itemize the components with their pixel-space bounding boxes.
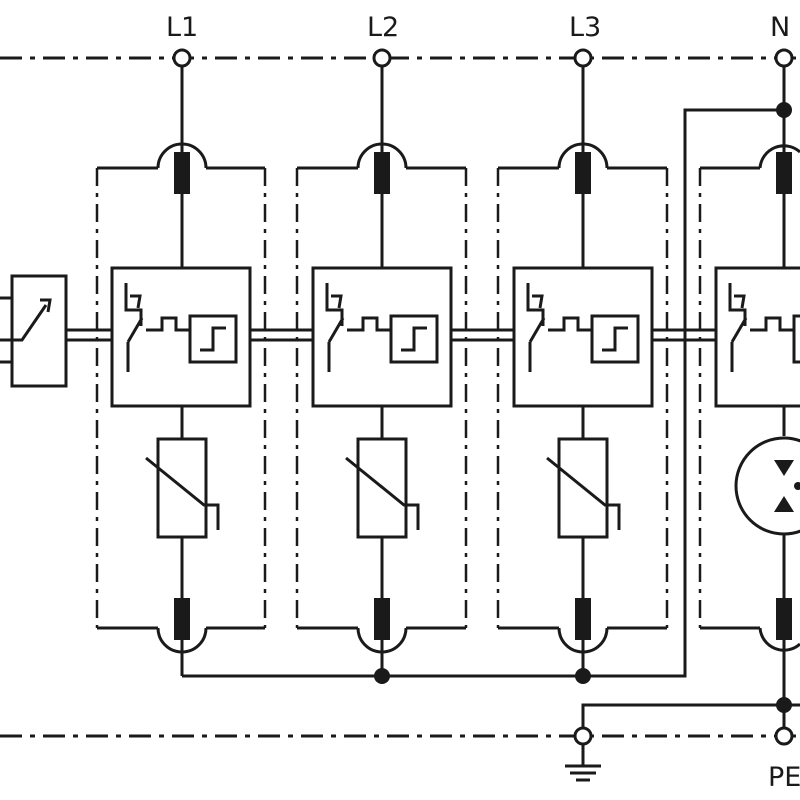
spark-gap-icon xyxy=(734,436,800,536)
fuse-top-l3 xyxy=(575,152,591,194)
fuse-top-n xyxy=(776,152,792,194)
junction-dot xyxy=(776,102,792,118)
junction-dot xyxy=(374,668,390,684)
module-n xyxy=(698,48,800,736)
fuse-top-l1 xyxy=(174,152,190,194)
fuse-bottom-l2 xyxy=(374,598,390,640)
terminal-label-l2: L2 xyxy=(367,12,399,43)
terminal-l1 xyxy=(172,48,192,68)
module-l3 xyxy=(496,48,669,676)
fuse-bottom-l1 xyxy=(174,598,190,640)
terminal-l3 xyxy=(573,48,593,68)
common-bus-wire xyxy=(182,108,784,678)
junction-dot xyxy=(776,697,792,713)
terminal-label-l1: L1 xyxy=(166,12,198,43)
ground-symbol-icon xyxy=(565,744,601,782)
terminal-label-n: N xyxy=(770,12,790,43)
fuse-top-l2 xyxy=(374,152,390,194)
junction-dot xyxy=(575,668,591,684)
terminal-l2 xyxy=(372,48,392,68)
remote-signalling-contact-icon xyxy=(0,274,68,388)
varistor-icon xyxy=(356,437,408,539)
fuse-bottom-n xyxy=(776,598,792,640)
terminal-pe xyxy=(774,726,794,746)
terminal-n xyxy=(774,48,794,68)
module-l2 xyxy=(295,48,468,676)
terminal-label-l3: L3 xyxy=(569,12,601,43)
terminal-label-pe: PE xyxy=(768,762,800,793)
module-l1 xyxy=(95,48,267,676)
terminal-ground xyxy=(573,726,593,746)
pe-wire xyxy=(581,703,800,736)
fuse-bottom-l3 xyxy=(575,598,591,640)
status-indicator-icon xyxy=(792,314,800,364)
